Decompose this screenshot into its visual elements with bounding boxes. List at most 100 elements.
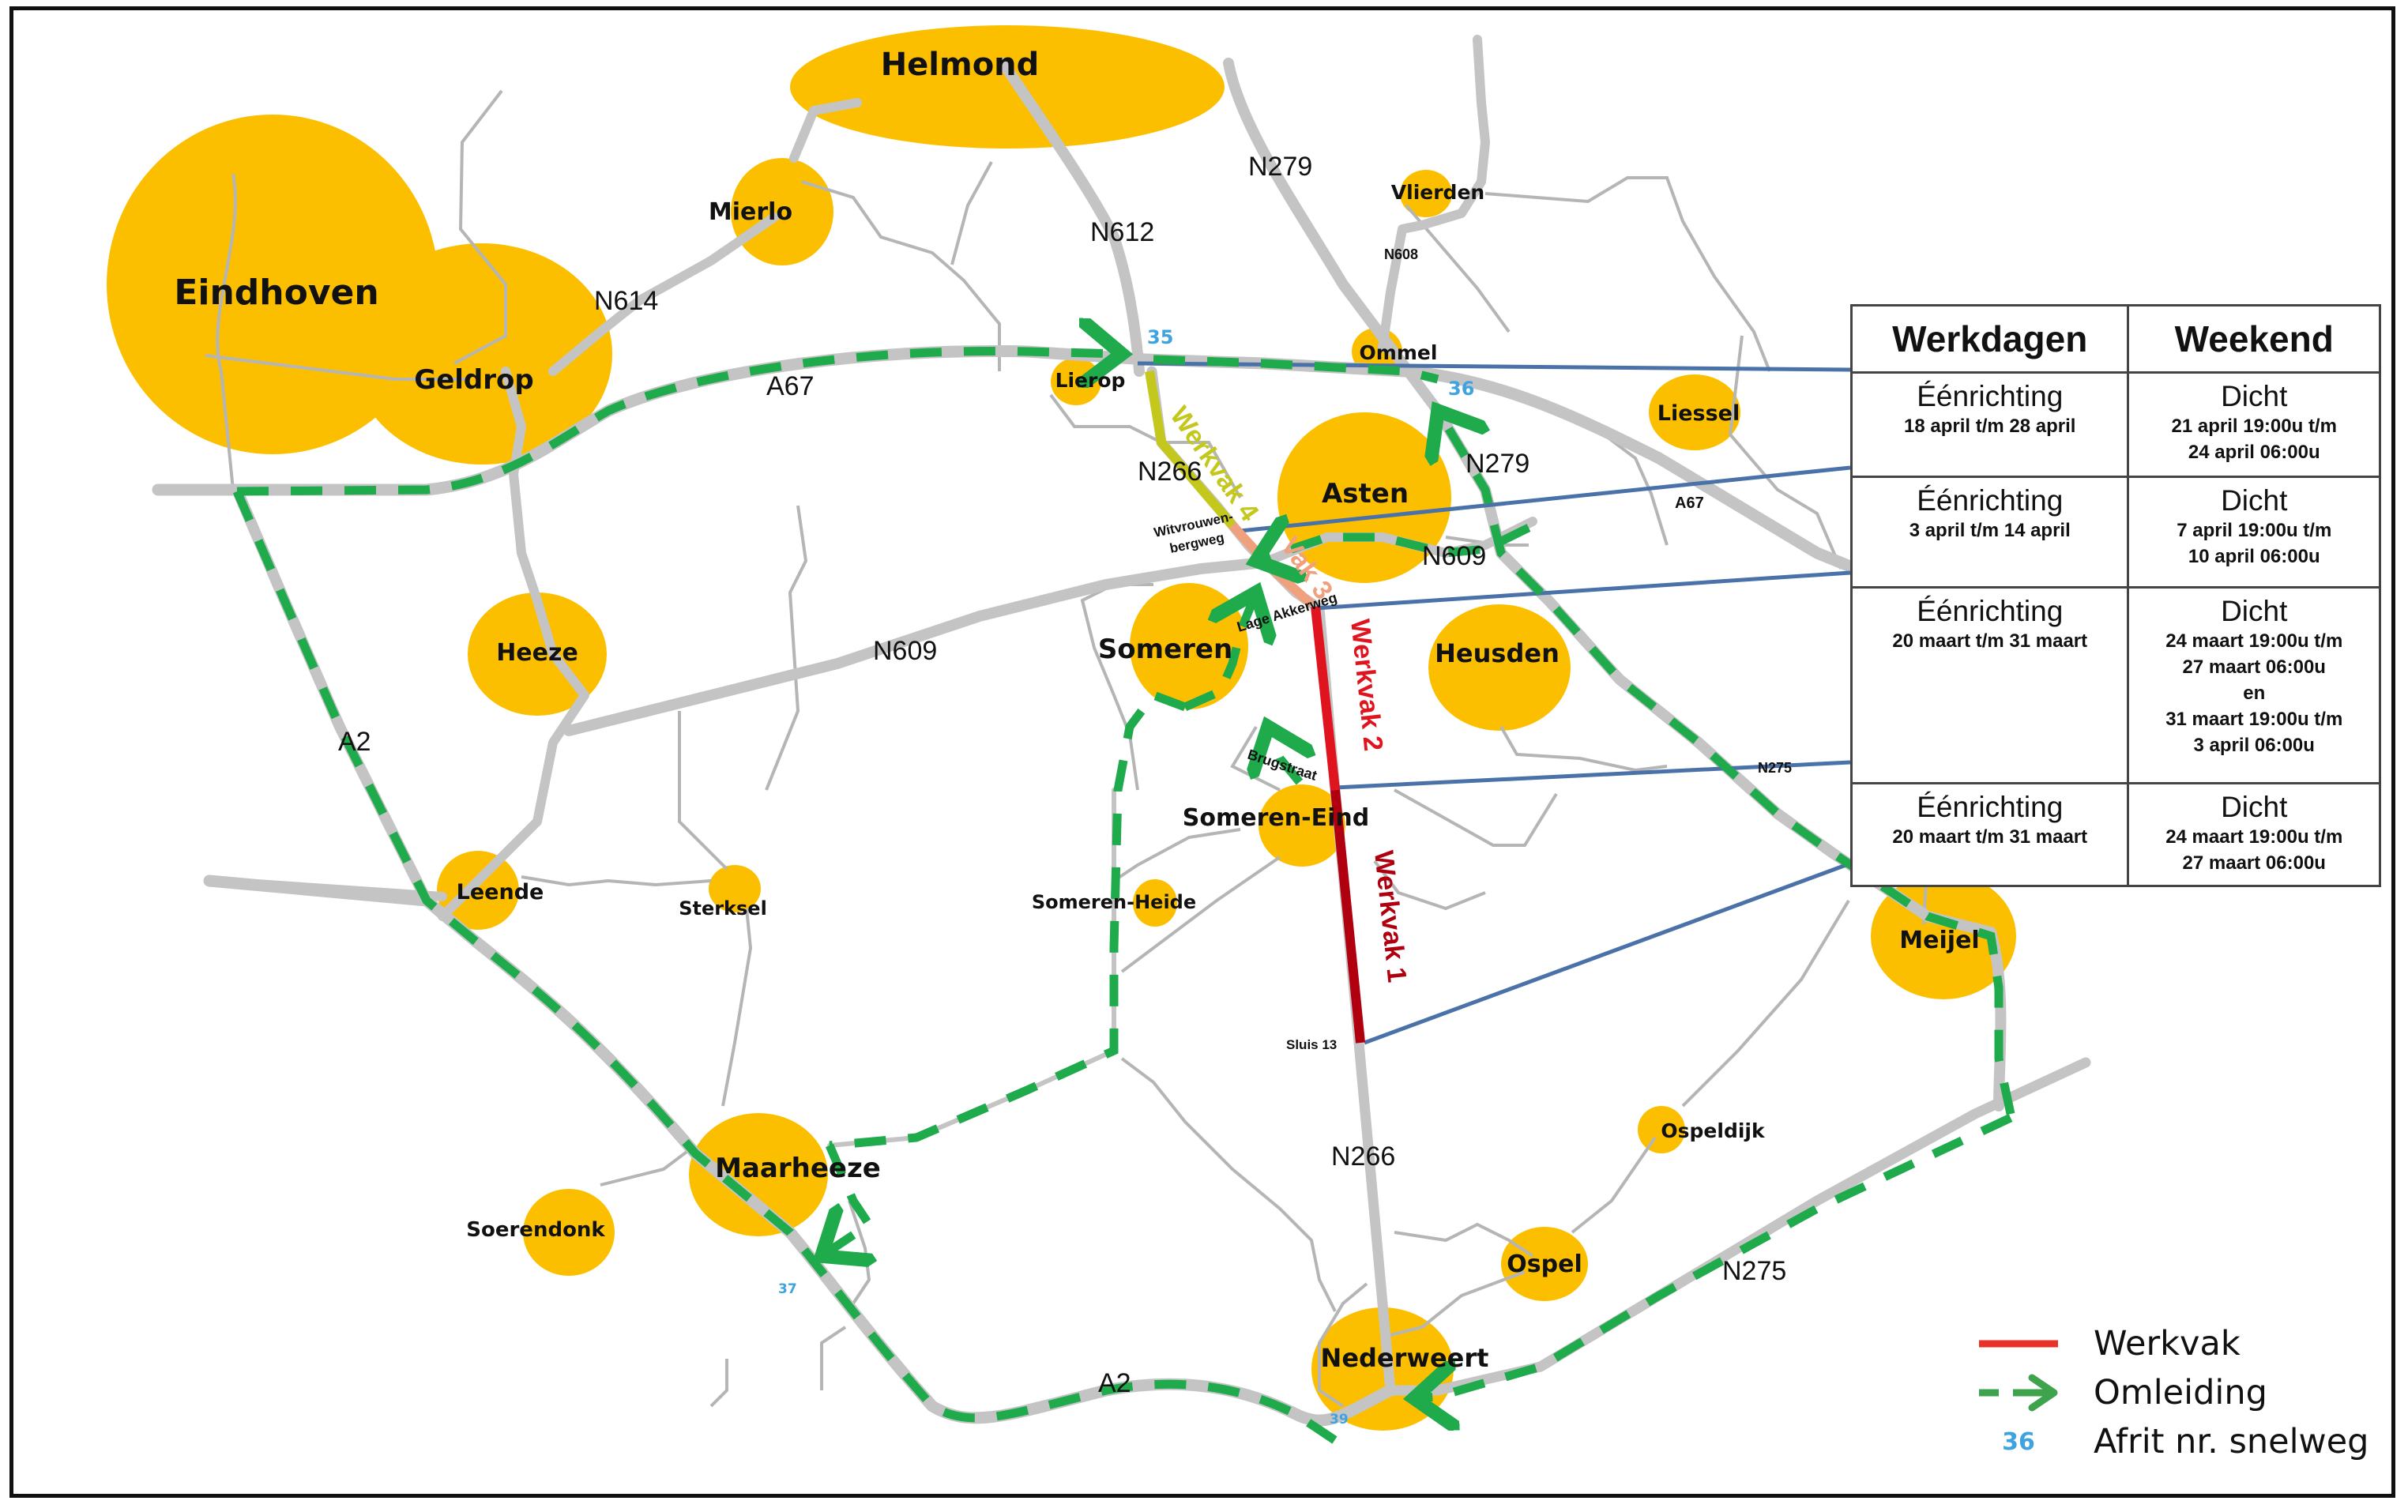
- weekdays-status: Éénrichting: [1917, 791, 2064, 823]
- town-area-heusden: [1428, 604, 1571, 731]
- town-label: Soerendonk: [466, 1218, 605, 1242]
- detour-routes: [232, 351, 2015, 1450]
- schedule-row: Éénrichting 20 maart t/m 31 maart Dicht …: [1849, 782, 2381, 887]
- exit-number-36: 36: [1448, 378, 1474, 400]
- weekend-period-line: 24 maart 19:00u t/m: [2165, 826, 2343, 848]
- weekend-cell: Dicht 24 maart 19:00u t/m 27 maart 06:00…: [2127, 586, 2381, 784]
- detour-route-maarheeze: [822, 1143, 869, 1256]
- minor-road: [1390, 1270, 1526, 1337]
- minor-road: [801, 180, 1001, 371]
- town-label: Sterksel: [679, 897, 767, 920]
- werkvak-4-line: [1145, 370, 1236, 528]
- header-weekdays: Werkdagen: [1849, 304, 2130, 374]
- weekend-period-line: 31 maart 19:00u t/m: [2165, 709, 2343, 730]
- werkvak-2-line: [1311, 606, 1340, 791]
- weekend-status: Dicht: [2221, 791, 2288, 823]
- town-labels: Helmond Eindhoven Geldrop Mierlo Vlierde…: [174, 47, 1979, 1373]
- weekend-period-line: 27 maart 06:00u: [2182, 852, 2326, 874]
- road-helmond-mierlo: [789, 98, 862, 163]
- detour-route-brugstraat: [1268, 727, 1300, 785]
- weekend-period-line: 21 april 19:00u t/m: [2171, 416, 2337, 437]
- weekdays-period: 3 april t/m 14 april: [1909, 520, 2071, 541]
- minor-road: [205, 354, 466, 381]
- minor-road: [1049, 393, 1242, 498]
- weekend-status: Dicht: [2221, 595, 2288, 627]
- town-label: Vlierden: [1391, 181, 1484, 204]
- weekend-period-line: 10 april 06:00u: [2188, 546, 2320, 567]
- road-label: A67: [766, 371, 815, 401]
- road-somerenheide-maarheeze: [827, 788, 1116, 1148]
- road-label: N266: [1331, 1142, 1395, 1172]
- road-n279-north: [1378, 35, 1490, 352]
- minor-road: [1120, 856, 1281, 973]
- exit-number-sample-text: 36: [2002, 1427, 2035, 1456]
- minor-road: [765, 505, 808, 791]
- street-label: Sluis 13: [1286, 1037, 1337, 1052]
- town-area-someren-heide: [1133, 879, 1177, 927]
- detour-route-n275: [1414, 1114, 2013, 1398]
- weekend-status: Dicht: [2221, 484, 2288, 517]
- schedule-table: Werkdagen Weekend Éénrichting 18 april t…: [1849, 304, 2381, 887]
- werkvak-line-icon: [1959, 1338, 2078, 1349]
- town-label: Maarheeze: [715, 1153, 881, 1184]
- town-area-vlierden: [1400, 170, 1452, 217]
- weekdays-status: Éénrichting: [1917, 380, 2064, 412]
- weekend-period-line: 3 april 06:00u: [2193, 735, 2315, 756]
- exit-number-sample: 36: [1959, 1428, 2078, 1456]
- connector-line-werkvak-2b: [1334, 760, 1851, 790]
- town-label: Someren-Heide: [1032, 891, 1196, 913]
- weekdays-cell: Éénrichting 20 maart t/m 31 maart: [1849, 782, 2130, 887]
- town-area-soerendonk: [523, 1189, 615, 1276]
- town-area-someren-eind: [1259, 784, 1345, 867]
- weekend-period-line: 24 maart 19:00u t/m: [2165, 630, 2343, 652]
- town-label: Meijel: [1899, 927, 1979, 954]
- weekdays-status: Éénrichting: [1917, 484, 2064, 517]
- werkvak-1-label: Werkvak 1: [1368, 849, 1412, 984]
- weekend-cell: Dicht 7 april 19:00u t/m 10 april 06:00u: [2127, 476, 2381, 589]
- weekend-period-line: 24 april 06:00u: [2188, 442, 2320, 463]
- road-label: N275: [1758, 760, 1792, 776]
- exit-number-37: 37: [778, 1281, 797, 1297]
- town-label: Lierop: [1055, 369, 1126, 392]
- detour-route-n609: [1256, 528, 1531, 561]
- road-label: N612: [1090, 217, 1154, 247]
- road-label: A67: [1675, 495, 1704, 512]
- legend-label: Omleiding: [2094, 1373, 2267, 1412]
- weekdays-cell: Éénrichting 20 maart t/m 31 maart: [1849, 586, 2130, 784]
- detour-route-a67: [236, 351, 1122, 496]
- detour-route-a2: [232, 489, 1346, 1450]
- road-label: N266: [1138, 457, 1202, 487]
- minor-road: [453, 89, 507, 365]
- road-a67: [152, 344, 2076, 662]
- town-label: Mierlo: [709, 198, 792, 226]
- minor-road: [600, 1144, 697, 1187]
- town-label: Helmond: [881, 47, 1040, 83]
- road-label: A2: [1098, 1368, 1131, 1398]
- detour-route-n279: [1438, 411, 2015, 1115]
- road-n614: [548, 213, 779, 376]
- work-sections: [1145, 370, 1365, 1044]
- town-label: Geldrop: [414, 364, 533, 396]
- road-n609: [563, 557, 1270, 736]
- road-label: N279: [1248, 152, 1312, 182]
- road-label: N608: [1384, 246, 1418, 262]
- minor-road: [1394, 1222, 1534, 1258]
- detour-arrow-icon: [1959, 1373, 2078, 1412]
- legend-item-omleiding: Omleiding: [1959, 1368, 2370, 1417]
- schedule-row: Éénrichting 20 maart t/m 31 maart Dicht …: [1849, 586, 2381, 784]
- header-weekend: Weekend: [2127, 304, 2381, 374]
- legend-item-werkvak: Werkvak: [1959, 1319, 2370, 1368]
- exit-numbers: 35 36 37 39: [778, 326, 1474, 1427]
- town-label: Eindhoven: [174, 273, 378, 313]
- schedule-row: Éénrichting 18 april t/m 28 april Dicht …: [1849, 371, 2381, 478]
- minor-road: [1571, 1136, 1657, 1234]
- weekdays-period: 20 maart t/m 31 maart: [1892, 826, 2088, 848]
- town-label: Ospel: [1507, 1251, 1582, 1278]
- legend-label: Werkvak: [2094, 1324, 2241, 1363]
- connector-line-werkvak-4: [1137, 361, 1851, 372]
- road-leende-west: [205, 876, 447, 901]
- town-label: Heeze: [496, 639, 578, 667]
- road-label: A2: [338, 727, 371, 757]
- town-label: Heusden: [1435, 638, 1560, 668]
